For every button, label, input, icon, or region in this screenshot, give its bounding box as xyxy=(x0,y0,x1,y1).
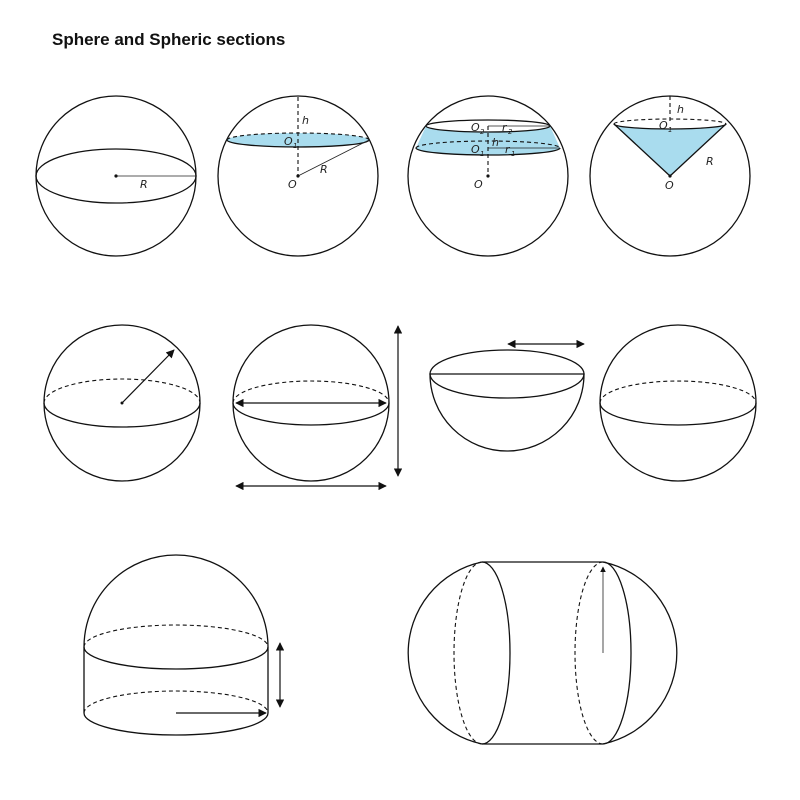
sector-center-subscript: 1 xyxy=(668,126,672,134)
zone-upper-center-subscript: 2 xyxy=(480,128,485,136)
sphere-radius: R xyxy=(35,95,197,257)
zone-height-label: h xyxy=(492,136,499,149)
cap-center-subscript: 1 xyxy=(293,142,297,150)
cap-radius-label: R xyxy=(320,163,328,176)
zone-upper-radius-label: r xyxy=(502,121,508,134)
outline-sphere xyxy=(599,324,757,482)
sector-origin-label: O xyxy=(665,179,674,192)
sector-center-label: O xyxy=(659,119,668,132)
pink-sphere-diameter xyxy=(232,324,403,491)
zone-lower-center-label: O xyxy=(471,143,480,156)
zone-lower-radius-label: r xyxy=(505,143,511,156)
cap-height-label: h xyxy=(302,114,309,127)
cap-origin-label: O xyxy=(288,178,297,191)
hemisphere-bowl xyxy=(429,339,585,452)
sector-radius-label: R xyxy=(706,155,714,168)
zone-upper-center-label: O xyxy=(471,121,480,134)
sphere-zone: O 2 r 2 O 1 h r 1 O xyxy=(407,95,569,257)
capsule xyxy=(407,561,678,745)
hemisphere-on-cylinder xyxy=(83,554,285,736)
pink-sphere-radius xyxy=(43,324,201,482)
zone-origin-label: O xyxy=(474,178,483,191)
cap-center-label: O xyxy=(284,135,293,148)
zone-lower-radius-subscript: 1 xyxy=(511,150,515,158)
zone-upper-radius-subscript: 2 xyxy=(508,128,513,136)
radius-label: R xyxy=(140,178,148,191)
zone-lower-center-subscript: 1 xyxy=(480,150,484,158)
sphere-cap: h O 1 R O xyxy=(217,95,379,257)
sphere-sector: h O 1 R O xyxy=(589,95,751,257)
sector-height-label: h xyxy=(677,103,684,116)
page-title: Sphere and Spheric sections xyxy=(52,30,286,49)
